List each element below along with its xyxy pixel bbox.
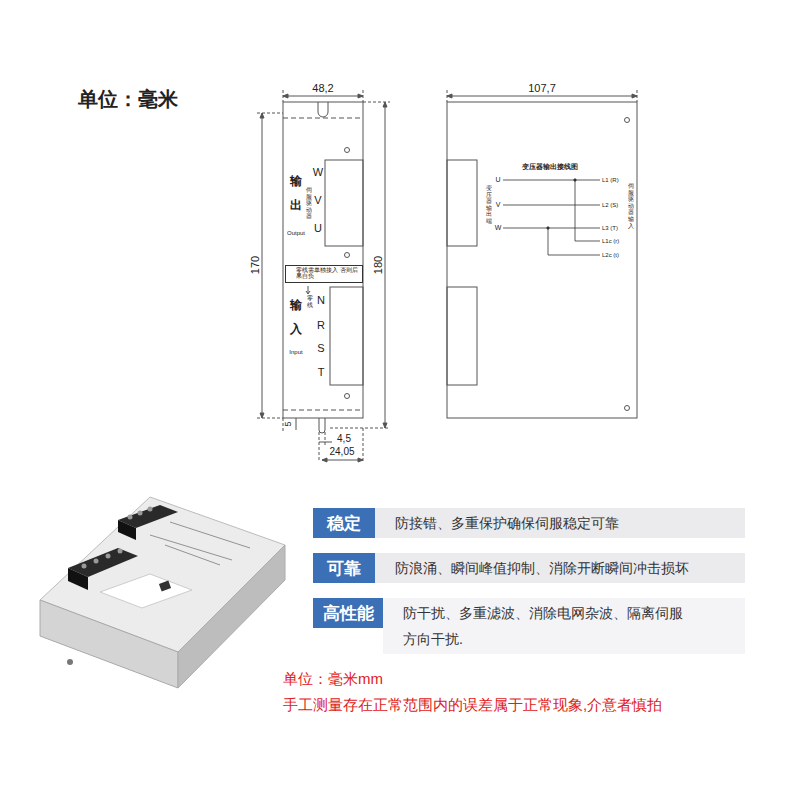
node-text: 可靠 bbox=[327, 557, 361, 580]
signal-name: L1c (r) bbox=[602, 238, 619, 245]
node-text: 防浪涌、瞬间峰值抑制、消除开断瞬间冲击损坏 bbox=[395, 559, 735, 577]
dimension: 48,2 bbox=[311, 82, 334, 94]
port-title: Input bbox=[289, 349, 302, 356]
dimension: 4,5 bbox=[336, 433, 352, 444]
port-title: 出 bbox=[290, 199, 302, 212]
node-text: 稳定 bbox=[327, 512, 361, 535]
dimension: 180 bbox=[372, 255, 384, 275]
feature-text: 防接错、多重保护确保伺服稳定可靠 bbox=[375, 508, 745, 538]
node-text: 防干扰、多重滤波、消除电网杂波、隔离伺服方向干扰. bbox=[403, 600, 693, 652]
feature-text: 防浪涌、瞬间峰值抑制、消除开断瞬间冲击损坏 bbox=[375, 553, 745, 583]
terminal-name: W bbox=[313, 166, 323, 178]
signal-name: L1 (R) bbox=[602, 177, 619, 184]
node-text: 零线需单独接入 否则后果自负 bbox=[296, 267, 360, 280]
wiring-side: 变压器输出端 bbox=[486, 185, 492, 225]
dimension: 170 bbox=[249, 255, 261, 275]
node-text: 防接错、多重保护确保伺服稳定可靠 bbox=[395, 514, 735, 532]
signal-name: W bbox=[495, 224, 502, 232]
product-photo bbox=[40, 497, 285, 688]
dimension: 5 bbox=[284, 420, 294, 427]
port-title: 入 bbox=[290, 323, 302, 336]
feature-tag: 可靠 bbox=[313, 553, 375, 583]
measure-note: 手工测量存在正常范围内的误差属于正常现象,介意者慎拍 bbox=[283, 697, 662, 714]
unit-note: 单位：毫米mm bbox=[283, 671, 383, 688]
signal-name: U bbox=[495, 176, 500, 184]
warning-box: 零线需单独接入 否则后果自负 bbox=[285, 265, 363, 283]
terminal-name: V bbox=[314, 194, 321, 206]
terminal-name: R bbox=[317, 319, 325, 331]
unit-note: 单位：毫米 bbox=[78, 88, 178, 110]
terminal-name: T bbox=[318, 366, 325, 378]
front-view bbox=[257, 90, 390, 462]
terminal-name: S bbox=[317, 342, 324, 354]
port-note: 伺服驱动器 bbox=[306, 187, 312, 220]
signal-name: L2c (t) bbox=[602, 252, 619, 259]
port-title: 输 bbox=[290, 175, 302, 188]
port-title: Output bbox=[287, 230, 305, 237]
signal-name: L3 (T) bbox=[602, 225, 618, 232]
wiring-side: 伺服驱动器输入 bbox=[628, 183, 634, 229]
dimension: 107,7 bbox=[527, 82, 557, 94]
terminal-name: U bbox=[314, 222, 322, 234]
terminal-name: N bbox=[317, 294, 325, 306]
feature-text: 防干扰、多重滤波、消除电网杂波、隔离伺服方向干扰. bbox=[383, 598, 745, 654]
node-text: 高性能 bbox=[323, 602, 374, 625]
feature-tag: 高性能 bbox=[313, 598, 383, 628]
dimension: 24,05 bbox=[328, 446, 355, 457]
signal-name: L2 (S) bbox=[602, 202, 618, 209]
signal-name: V bbox=[496, 201, 501, 209]
port-title: 输 bbox=[290, 299, 302, 312]
feature-tag: 稳定 bbox=[313, 508, 375, 538]
side-view bbox=[447, 90, 637, 418]
wiring-title: 变压器输出接线图 bbox=[522, 163, 578, 170]
port-note: 零线 bbox=[307, 295, 313, 308]
